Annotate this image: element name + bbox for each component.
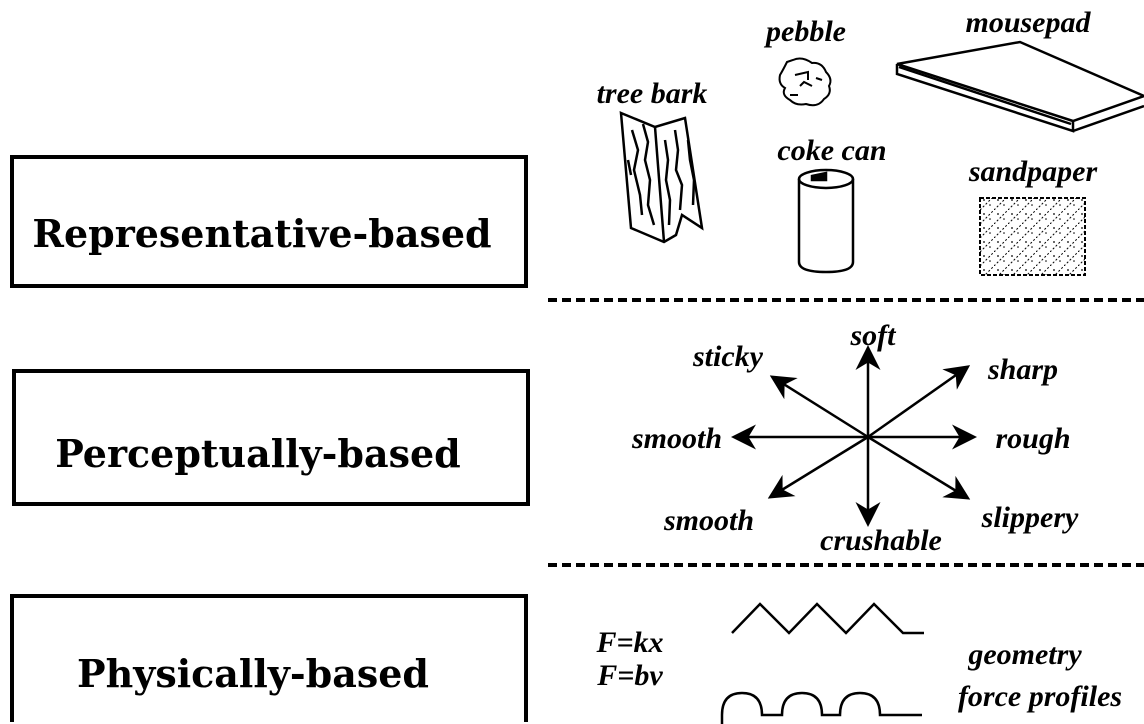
category-title: Representative-based <box>32 211 491 256</box>
category-perceptual: Perceptually-based <box>12 369 530 506</box>
category-box <box>12 369 530 506</box>
coke-can-item: coke can <box>777 134 887 274</box>
axis-label-sharp: sharp <box>987 353 1058 386</box>
axis-label-sticky: sticky <box>692 340 764 373</box>
mousepad-item: mousepad <box>895 6 1144 133</box>
mousepad-label: mousepad <box>965 6 1091 39</box>
category-box <box>10 155 528 288</box>
sandpaper-icon <box>979 197 1086 276</box>
axis-label-crushable: crushable <box>820 524 942 557</box>
force-profiles-label: force profiles <box>958 680 1122 713</box>
perceptual-axes <box>731 345 977 527</box>
axis-arrow-slippery <box>867 435 971 500</box>
tree-bark-label: tree bark <box>597 77 708 110</box>
tree-bark-icon <box>619 111 704 244</box>
pebble-icon <box>778 57 832 107</box>
equation-damper: F=bv <box>596 659 663 692</box>
axis-label-soft: soft <box>850 319 898 352</box>
category-box <box>10 594 528 722</box>
category-physical: Physically-based <box>10 594 528 722</box>
axis-label-smooth-left: smooth <box>631 422 722 455</box>
axis-arrow-smooth-lower <box>767 435 869 499</box>
sandpaper-item: sandpaper <box>968 155 1098 276</box>
pebble-item: pebble <box>763 15 846 107</box>
category-title: Physically-based <box>77 651 429 696</box>
axis-arrow-sharp <box>867 365 971 439</box>
axis-label-smooth-lower: smooth <box>663 504 754 537</box>
geometry-icon <box>731 602 924 635</box>
geometry-label: geometry <box>967 638 1082 671</box>
pebble-label: pebble <box>763 15 846 48</box>
sandpaper-label: sandpaper <box>968 155 1098 188</box>
category-title: Perceptually-based <box>55 431 461 476</box>
axis-label-slippery: slippery <box>981 501 1079 534</box>
coke-can-icon <box>797 168 855 274</box>
tree-bark-item: tree bark <box>597 77 708 244</box>
force-profile-icon <box>720 691 922 724</box>
equation-spring: F=kx <box>595 626 663 659</box>
axis-label-rough: rough <box>995 422 1070 455</box>
coke-can-label: coke can <box>777 134 886 167</box>
mousepad-icon <box>895 40 1144 133</box>
category-representative: Representative-based <box>10 155 528 288</box>
axis-arrow-sticky <box>769 375 869 439</box>
